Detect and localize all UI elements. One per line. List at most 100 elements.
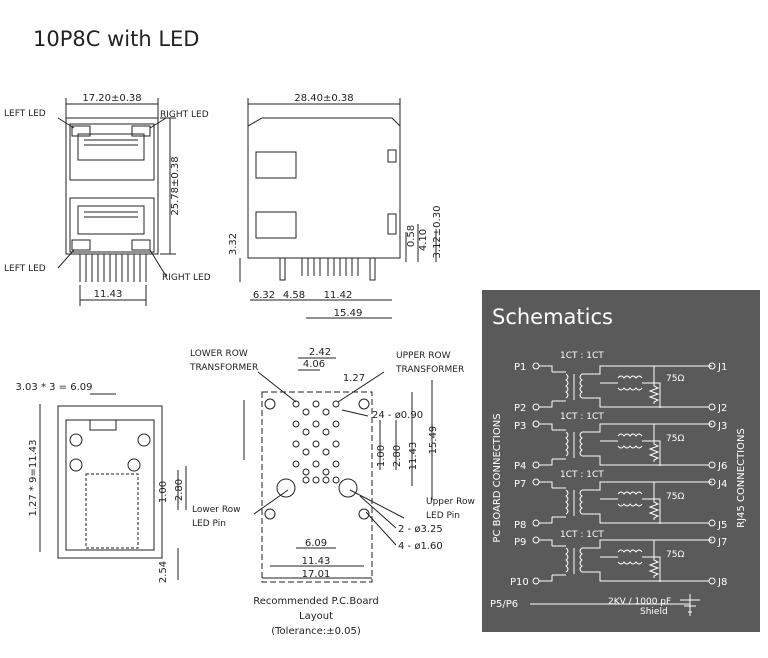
- schem-ratio-2: 1CT : 1CT: [560, 412, 604, 422]
- schem-pin-p3: P3: [514, 421, 526, 432]
- schem-pin-j2: J2: [717, 403, 727, 414]
- schem-transformer-secondary-2: [579, 431, 583, 457]
- left-led-bottom-window: [71, 239, 91, 251]
- side-332-label: 3.32: [228, 233, 239, 255]
- side-lower-latch: [255, 211, 297, 239]
- side-632-label: 6.32: [253, 290, 275, 301]
- bottom-pad-area: [85, 473, 139, 549]
- schem-center-tap-3: [600, 498, 661, 524]
- side-458-label: 4.58: [283, 290, 305, 301]
- schem-transformer-primary-1: [565, 373, 569, 399]
- bottom-body: [57, 405, 163, 559]
- front-base-label: 11.43: [94, 289, 123, 300]
- schem-transformer-secondary-4: [579, 547, 583, 573]
- pcb-1143-label: 11.43: [408, 442, 419, 471]
- upper-row-transformer-line2: TRANSFORMER: [395, 365, 464, 375]
- right-led-top-label: RIGHT LED: [160, 110, 209, 120]
- schem-center-tap-2: [600, 440, 661, 466]
- side-upper-latch: [255, 151, 297, 179]
- front-width-label: 17.20±0.38: [82, 93, 141, 104]
- schem-pin-j4: J4: [717, 479, 727, 490]
- schem-pin-j1: J1: [717, 362, 727, 373]
- front-upper-port: [69, 123, 155, 181]
- schem-choke-bottom-4: [617, 561, 643, 565]
- bottom-vertical-label: 1.27 * 9=11.43: [28, 440, 39, 517]
- pcb-caption-line1: Recommended P.C.Board: [253, 596, 378, 607]
- right-led-bottom-window: [131, 239, 151, 251]
- side-view: [239, 98, 437, 319]
- schem-wires-2: [552, 423, 712, 466]
- schem-left-wires-3: [539, 481, 553, 524]
- front-view: [57, 98, 176, 306]
- side-1142-label: 11.42: [324, 290, 353, 301]
- schem-wires-4: [552, 539, 712, 582]
- schem-resistor-symbol-4: [648, 540, 660, 578]
- schematics-title: Schematics: [492, 305, 613, 329]
- bottom-254-label: 2.54: [158, 561, 169, 583]
- schem-transformer-primary-2: [565, 431, 569, 457]
- schem-resistor-symbol-3: [648, 482, 660, 520]
- schem-pin-j5: J5: [717, 520, 727, 531]
- schem-center-tap-1: [600, 382, 661, 408]
- schematics-panel: Schematics PC BOARD CONNECTIONS RJ45 CON…: [482, 290, 760, 632]
- pcb-hole2-label: 2 - ø3.25: [398, 524, 443, 535]
- schem-choke-top-2: [617, 433, 643, 437]
- schem-transformer-secondary-1: [579, 373, 583, 399]
- front-height-label: 25.78±0.38: [170, 156, 181, 215]
- schem-choke-top-4: [617, 549, 643, 553]
- bottom-pitch-label: 3.03 * 3 = 6.09: [16, 382, 93, 393]
- front-upper-jack: [77, 133, 145, 161]
- schem-choke-bottom-1: [617, 387, 643, 391]
- schem-pin-p5p6: P5/P6: [490, 599, 518, 610]
- pcb-outline: [261, 391, 373, 583]
- front-pins: [79, 254, 147, 282]
- side-312-label: 3.12±0.30: [432, 206, 443, 259]
- right-led-top-window: [131, 125, 151, 137]
- schem-transformer-primary-3: [565, 489, 569, 515]
- pcb-1143b-label: 11.43: [302, 556, 331, 567]
- pcb-609-label: 6.09: [305, 538, 327, 549]
- schem-resistor-symbol-1: [648, 366, 660, 404]
- schem-shield-label: Shield: [640, 607, 668, 617]
- schem-pin-p7: P7: [514, 479, 526, 490]
- schem-ratio-3: 1CT : 1CT: [560, 470, 604, 480]
- pcb-100-label: 1.00: [376, 445, 387, 467]
- schem-wires-3: [552, 481, 712, 524]
- pcb-layout: [243, 357, 433, 583]
- pcb-127-label: 1.27: [343, 373, 365, 384]
- schem-choke-bottom-2: [617, 445, 643, 449]
- schem-left-wires-2: [539, 423, 553, 466]
- side-1549-label: 15.49: [334, 308, 363, 319]
- side-body: [247, 117, 401, 259]
- lower-row-transformer-line2: TRANSFORMER: [189, 363, 258, 373]
- front-lower-port: [69, 197, 155, 253]
- side-pins: [279, 257, 376, 281]
- pcb-caption-line3: (Tolerance:±0.05): [271, 626, 361, 637]
- schem-left-wires-4: [539, 539, 553, 582]
- schem-resistor-3: 75Ω: [666, 492, 684, 502]
- left-led-bottom-label: LEFT LED: [4, 264, 46, 274]
- bottom-inner: [65, 419, 155, 551]
- schem-pin-p1: P1: [514, 362, 526, 373]
- schem-resistor-1: 75Ω: [666, 374, 684, 384]
- schem-choke-bottom-3: [617, 503, 643, 507]
- schem-pin-p4: P4: [514, 461, 526, 472]
- schem-transformer-secondary-3: [579, 489, 583, 515]
- schem-pin-j3: J3: [717, 421, 727, 432]
- front-lower-jack: [77, 205, 145, 235]
- front-body: [65, 117, 159, 255]
- schem-center-tap-4: [600, 556, 661, 582]
- schem-resistor-2: 75Ω: [666, 434, 684, 444]
- schem-cap-label: 2KV / 1000 pF: [608, 597, 671, 607]
- schem-transformer-primary-4: [565, 547, 569, 573]
- schem-pin-p10: P10: [510, 577, 529, 588]
- schem-wires-1: [552, 365, 712, 408]
- schem-resistor-symbol-2: [648, 424, 660, 462]
- upper-row-led-pin-line1: Upper Row: [426, 497, 475, 507]
- bottom-100-label: 1.00: [158, 481, 169, 503]
- bottom-pin-row: [89, 419, 117, 431]
- right-led-bottom-label: RIGHT LED: [162, 273, 211, 283]
- schem-pin-j8: J8: [717, 577, 727, 588]
- schem-ratio-1: 1CT : 1CT: [560, 351, 604, 361]
